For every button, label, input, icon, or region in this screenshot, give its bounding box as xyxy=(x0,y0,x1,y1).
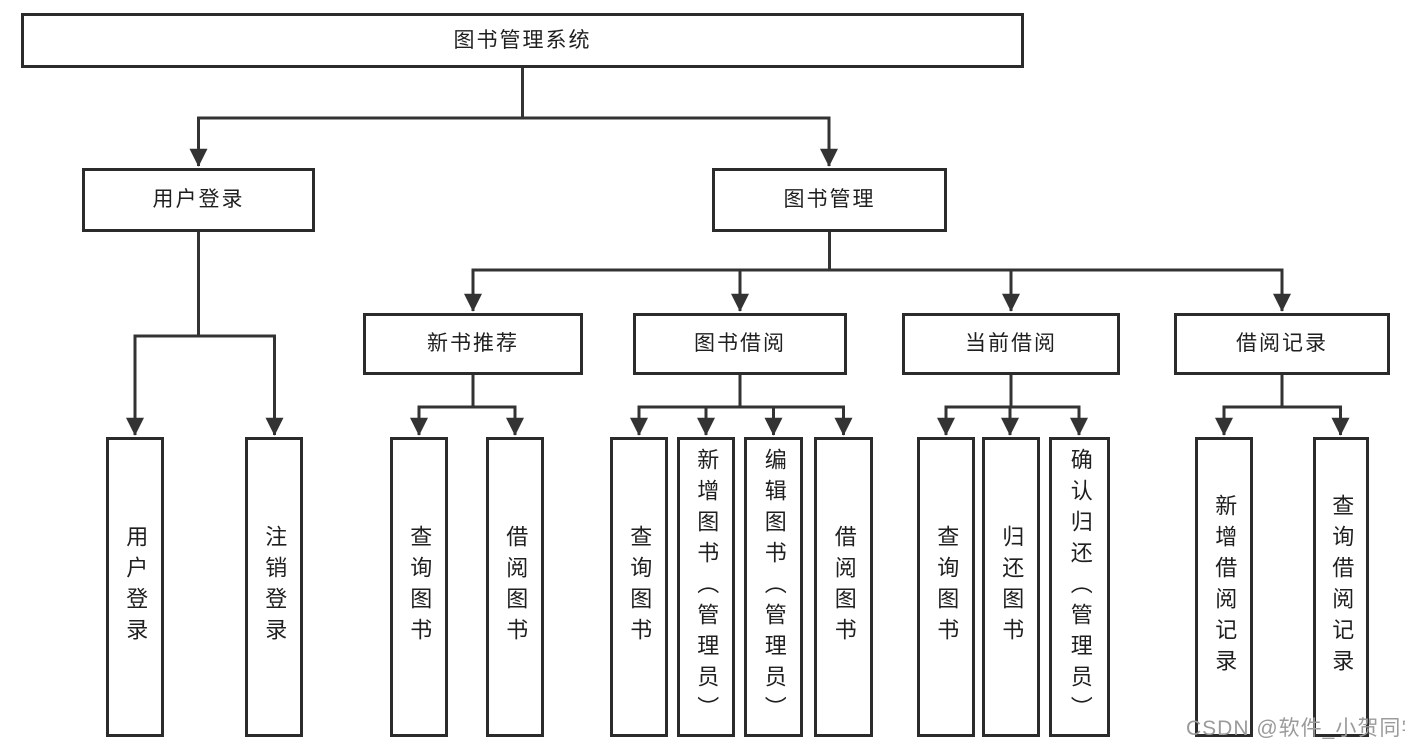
watermark: CSDN @软件_小贺同学 xyxy=(1186,717,1405,740)
node-leaf-cb-confirm-return-admin: 确认归还（管理员） xyxy=(1049,437,1110,737)
node-borrowing-records: 借阅记录 xyxy=(1174,313,1390,375)
node-leaf-bb-edit-books-admin: 编辑图书（管理员） xyxy=(744,437,803,737)
node-new-book-recommendation: 新书推荐 xyxy=(363,313,583,375)
node-leaf-nb-borrow-books: 借阅图书 xyxy=(486,437,544,737)
node-leaf-nb-query-books: 查询图书 xyxy=(390,437,448,737)
node-leaf-cb-return-books: 归还图书 xyxy=(982,437,1040,737)
node-root-system: 图书管理系统 xyxy=(21,13,1024,68)
node-book-management-module: 图书管理 xyxy=(712,168,947,232)
node-leaf-bb-add-books-admin: 新增图书（管理员） xyxy=(677,437,735,737)
node-book-borrowing: 图书借阅 xyxy=(633,313,847,375)
node-leaf-logout: 注销登录 xyxy=(245,437,303,737)
node-current-borrowing: 当前借阅 xyxy=(902,313,1120,375)
node-leaf-cb-query-books: 查询图书 xyxy=(917,437,975,737)
node-leaf-user-login: 用户登录 xyxy=(106,437,164,737)
node-leaf-br-query-record: 查询借阅记录 xyxy=(1313,437,1369,737)
node-user-login-module: 用户登录 xyxy=(82,168,315,232)
node-leaf-bb-borrow-books: 借阅图书 xyxy=(814,437,873,737)
node-leaf-bb-query-books: 查询图书 xyxy=(610,437,668,737)
node-leaf-br-add-record: 新增借阅记录 xyxy=(1195,437,1253,737)
